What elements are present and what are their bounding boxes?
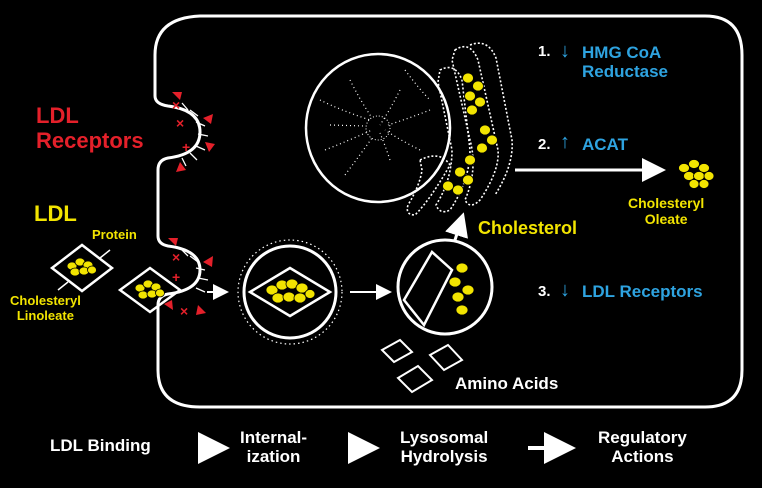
lower-receptors: × + ×	[164, 238, 213, 319]
upper-receptors: × × +	[172, 92, 215, 172]
endosome	[237, 239, 343, 345]
cholesterol-label: Cholesterol	[478, 218, 578, 238]
cholesterol-droplets-er	[442, 72, 498, 196]
reg-action-2-text: ACAT	[582, 135, 628, 154]
cholesteryl-oleate-label: Cholesteryl Oleate	[628, 195, 705, 227]
svg-text:×: ×	[172, 249, 180, 265]
ldl-particle-free	[49, 243, 115, 293]
step-internalization: Internal- ization	[240, 428, 308, 467]
endoplasmic-reticulum	[406, 42, 513, 216]
cell-membrane	[153, 14, 744, 409]
reg-action-1-number: 1.	[538, 43, 551, 60]
arrow-down-icon: ↓	[560, 40, 570, 62]
cholesteryl-oleate-droplets	[678, 159, 715, 189]
step-lysosomal-hydrolysis: Lysosomal Hydrolysis	[400, 428, 489, 467]
lysosome	[396, 238, 494, 336]
arrow-down-icon: ↓	[560, 279, 570, 301]
amino-acid-fragments	[380, 338, 464, 394]
reg-action-3-number: 3.	[538, 283, 551, 300]
svg-text:×: ×	[172, 97, 180, 113]
svg-text:+: +	[182, 139, 190, 155]
cholesteryl-linoleate-label: Cholesteryl Linoleate	[10, 293, 81, 323]
svg-text:+: +	[172, 269, 180, 285]
ldl-label: LDL	[34, 201, 77, 226]
nucleus	[304, 52, 452, 204]
amino-acids-label: Amino Acids	[455, 374, 559, 393]
step-regulatory-actions: Regulatory Actions	[598, 428, 687, 467]
ldl-receptors-label: LDL Receptors	[36, 103, 144, 153]
arrow-up-icon: ↑	[560, 131, 570, 153]
ldl-particle-bound	[117, 266, 183, 314]
reg-action-3-text: LDL Receptors	[582, 282, 703, 301]
svg-text:×: ×	[180, 303, 188, 319]
protein-label: Protein	[92, 227, 137, 242]
reg-action-1-text: HMG CoA Reductase	[582, 43, 668, 82]
arrow-to-er	[445, 212, 468, 241]
step-ldl-binding: LDL Binding	[50, 436, 151, 455]
reg-action-2-number: 2.	[538, 136, 551, 153]
svg-text:×: ×	[176, 115, 184, 131]
